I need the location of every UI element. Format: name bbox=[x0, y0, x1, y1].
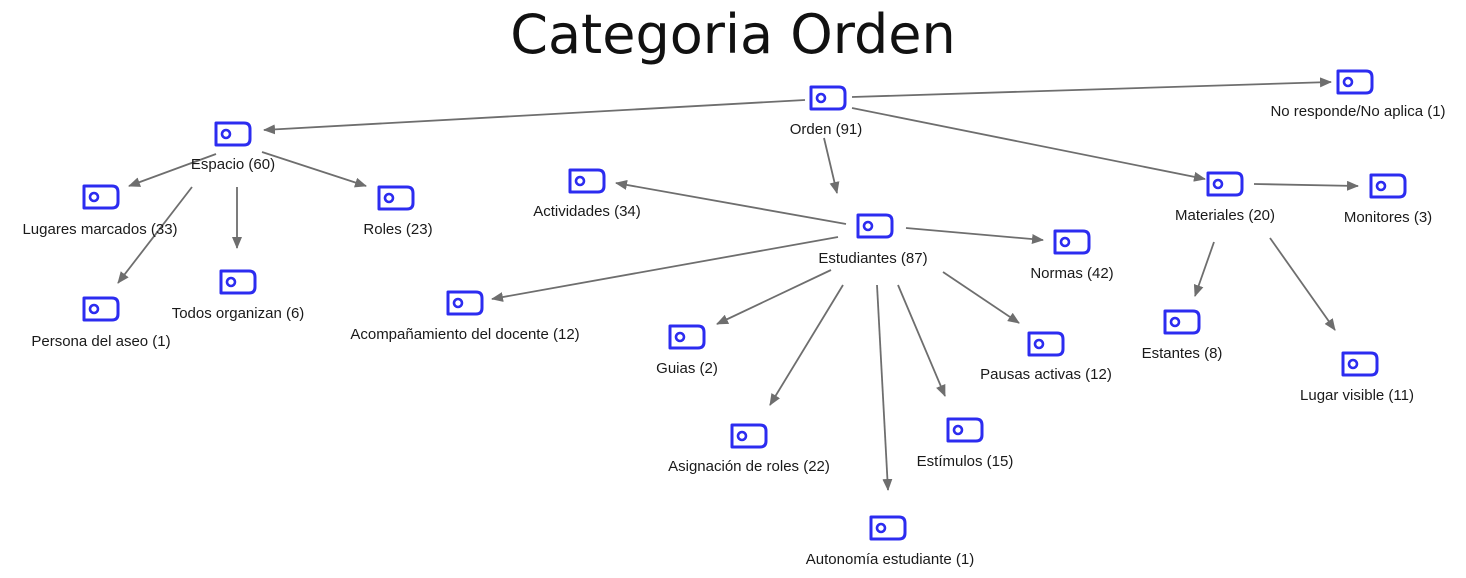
node-icon-pausas-activas[interactable] bbox=[1026, 330, 1066, 358]
node-icon-actividades[interactable] bbox=[567, 167, 607, 195]
node-icon-autonomia[interactable] bbox=[868, 514, 908, 542]
node-label-lugar-visible: Lugar visible (11) bbox=[1300, 387, 1414, 404]
node-icon-estimulos[interactable] bbox=[945, 416, 985, 444]
diagram-title: Categoria Orden bbox=[510, 3, 956, 66]
node-icon-monitores[interactable] bbox=[1368, 172, 1408, 200]
code-tag-icon bbox=[730, 423, 768, 449]
edge-estudiantes-to-guias bbox=[716, 269, 832, 325]
node-label-orden: Orden (91) bbox=[789, 121, 863, 138]
node-icon-materiales[interactable] bbox=[1205, 170, 1245, 198]
node-label-todos-organizan: Todos organizan (6) bbox=[171, 305, 305, 322]
edge-orden-to-no-responde bbox=[851, 77, 1332, 98]
node-icon-normas[interactable] bbox=[1052, 228, 1092, 256]
code-tag-icon bbox=[82, 184, 120, 210]
node-icon-lugar-visible[interactable] bbox=[1340, 350, 1380, 378]
node-label-materiales: Materiales (20) bbox=[1174, 207, 1276, 224]
node-label-pausas-activas: Pausas activas (12) bbox=[980, 366, 1112, 383]
code-tag-icon bbox=[1163, 309, 1201, 335]
node-label-asignacion-roles: Asignación de roles (22) bbox=[668, 458, 830, 475]
code-tag-icon bbox=[946, 417, 984, 443]
node-icon-estantes[interactable] bbox=[1162, 308, 1202, 336]
node-label-guias: Guias (2) bbox=[656, 360, 718, 377]
edge-materiales-to-lugar-visible bbox=[1269, 237, 1336, 331]
edge-estudiantes-to-actividades bbox=[615, 180, 847, 225]
code-tag-icon bbox=[1369, 173, 1407, 199]
edge-estudiantes-to-pausas-activas bbox=[942, 271, 1020, 324]
code-tag-icon bbox=[668, 324, 706, 350]
node-label-persona-aseo: Persona del aseo (1) bbox=[31, 333, 171, 350]
node-label-monitores: Monitores (3) bbox=[1343, 209, 1433, 226]
edge-estudiantes-to-estimulos bbox=[897, 284, 946, 397]
code-tag-icon bbox=[1027, 331, 1065, 357]
node-icon-orden[interactable] bbox=[808, 84, 848, 112]
node-icon-guias[interactable] bbox=[667, 323, 707, 351]
edge-estudiantes-to-acompanamiento bbox=[491, 236, 839, 302]
code-tag-icon bbox=[1341, 351, 1379, 377]
edge-espacio-to-roles bbox=[261, 151, 367, 188]
code-tag-icon bbox=[446, 290, 484, 316]
edge-espacio-to-persona-aseo bbox=[117, 186, 193, 284]
code-tag-icon bbox=[219, 269, 257, 295]
node-icon-acompanamiento[interactable] bbox=[445, 289, 485, 317]
node-label-normas: Normas (42) bbox=[1030, 265, 1114, 282]
node-label-autonomia: Autonomía estudiante (1) bbox=[805, 551, 975, 568]
node-icon-espacio[interactable] bbox=[213, 120, 253, 148]
node-label-espacio: Espacio (60) bbox=[190, 156, 276, 173]
edge-estudiantes-to-normas bbox=[905, 227, 1044, 245]
node-label-lugares-marcados: Lugares marcados (33) bbox=[22, 221, 178, 238]
edge-estudiantes-to-autonomia bbox=[876, 284, 893, 491]
node-label-estantes: Estantes (8) bbox=[1141, 345, 1223, 362]
node-icon-todos-organizan[interactable] bbox=[218, 268, 258, 296]
node-icon-no-responde[interactable] bbox=[1335, 68, 1375, 96]
node-icon-lugares-marcados[interactable] bbox=[81, 183, 121, 211]
code-tag-icon bbox=[869, 515, 907, 541]
edge-orden-to-estudiantes bbox=[823, 137, 840, 194]
node-label-estudiantes: Estudiantes (87) bbox=[818, 250, 928, 267]
node-icon-asignacion-roles[interactable] bbox=[729, 422, 769, 450]
edge-estudiantes-to-asignacion-roles bbox=[769, 284, 844, 406]
edge-espacio-to-lugares-marcados bbox=[128, 153, 217, 187]
edge-materiales-to-monitores bbox=[1253, 180, 1359, 191]
code-tag-icon bbox=[82, 296, 120, 322]
node-label-no-responde: No responde/No aplica (1) bbox=[1270, 103, 1446, 120]
code-tag-icon bbox=[856, 213, 894, 239]
code-tag-icon bbox=[1206, 171, 1244, 197]
node-label-roles: Roles (23) bbox=[363, 221, 433, 238]
edge-orden-to-espacio bbox=[263, 99, 806, 135]
code-tag-icon bbox=[377, 185, 415, 211]
code-tag-icon bbox=[568, 168, 606, 194]
code-tag-icon bbox=[214, 121, 252, 147]
node-label-estimulos: Estímulos (15) bbox=[916, 453, 1014, 470]
edge-materiales-to-estantes bbox=[1193, 241, 1215, 297]
code-tag-icon bbox=[1336, 69, 1374, 95]
code-tag-icon bbox=[809, 85, 847, 111]
node-label-acompanamiento: Acompañamiento del docente (12) bbox=[350, 326, 580, 343]
edge-orden-to-materiales bbox=[851, 107, 1206, 182]
node-icon-persona-aseo[interactable] bbox=[81, 295, 121, 323]
code-tag-icon bbox=[1053, 229, 1091, 255]
node-icon-estudiantes[interactable] bbox=[855, 212, 895, 240]
node-label-actividades: Actividades (34) bbox=[533, 203, 641, 220]
node-icon-roles[interactable] bbox=[376, 184, 416, 212]
